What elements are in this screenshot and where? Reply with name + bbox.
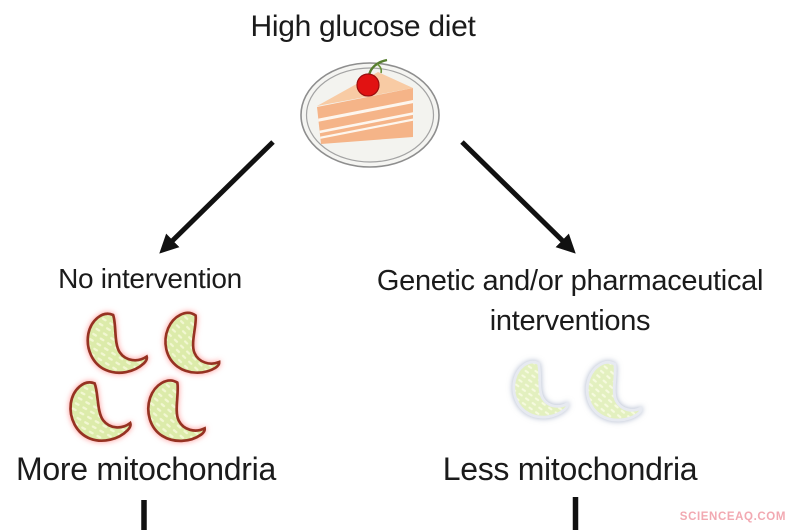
outcome-less-mitochondria: Less mitochondria [442, 451, 698, 487]
mitochondrion-icon [581, 358, 649, 425]
outcome-more-mitochondria: More mitochondria [16, 451, 276, 487]
mitochondrion-icon [67, 379, 133, 444]
mitochondria-group-right [510, 358, 649, 425]
left-arrow-icon [159, 140, 275, 254]
mitochondrion-icon [142, 376, 213, 446]
diagram-title: High glucose diet [250, 10, 476, 43]
cherry-icon [356, 58, 388, 97]
watermark: SCIENCEAQ.COM [679, 511, 786, 523]
mitochondrion-icon [86, 312, 149, 375]
branch-label-interventions-line2: interventions [489, 305, 651, 337]
mitochondria-group-left [67, 307, 230, 446]
branch-label-interventions: Genetic and/or pharmaceutical interventi… [376, 261, 764, 341]
mitochondrion-icon [510, 359, 572, 420]
right-arrow-icon [460, 140, 576, 254]
branch-label-interventions-line1: Genetic and/or pharmaceutical [376, 265, 764, 297]
mitochondrion-icon [158, 307, 230, 379]
cake-plate-icon [300, 58, 440, 168]
branch-label-no-intervention: No intervention [58, 263, 242, 294]
